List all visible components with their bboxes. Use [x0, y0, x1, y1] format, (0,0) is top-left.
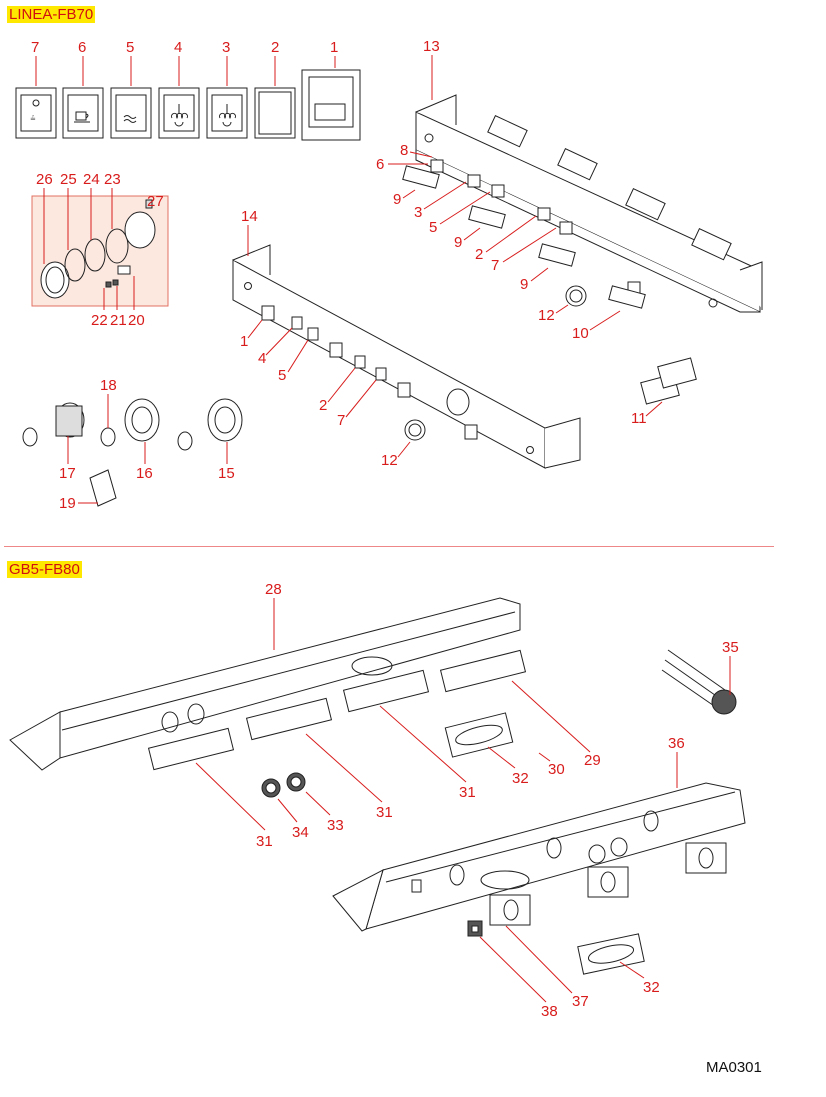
front-panel-14: 14 1 4 5 2 7 12	[232, 208, 581, 469]
rotary-switches: 18 17 16 15 19	[22, 377, 243, 512]
callout-11: 11	[631, 410, 647, 427]
callout-28: 28	[265, 581, 282, 598]
callout-31-a: 31	[256, 833, 273, 850]
callout-22: 22	[91, 312, 108, 329]
coffee-cup-icon	[74, 111, 90, 123]
light-indicator-icon	[32, 99, 40, 107]
callout-8: 8	[400, 142, 408, 159]
callout-27: 27	[147, 193, 164, 210]
callout-32-a: 32	[512, 770, 529, 787]
steam-icon	[219, 104, 236, 127]
callout-15: 15	[218, 465, 235, 482]
callout-34: 34	[292, 824, 309, 841]
callout-14: 14	[241, 208, 258, 225]
callout-33: 33	[327, 817, 344, 834]
callout-23: 23	[104, 171, 121, 188]
callout-25: 25	[60, 171, 77, 188]
callout-10: 10	[572, 325, 589, 342]
button-4	[158, 87, 200, 139]
button-6	[62, 87, 104, 139]
callout-3: 3	[222, 39, 230, 56]
callout-29: 29	[584, 752, 601, 769]
heater-symbol-icon: ≟	[30, 115, 36, 123]
callout-20: 20	[128, 312, 145, 329]
callout-6-rear: 6	[376, 156, 384, 173]
callout-6: 6	[78, 39, 86, 56]
section-tag-linea: LINEA-FB70	[7, 6, 96, 23]
button-7: ≟	[15, 87, 57, 139]
callout-5: 5	[126, 39, 134, 56]
drawing-code: MA0301	[706, 1059, 762, 1076]
callout-18: 18	[100, 377, 117, 394]
callout-12-front: 12	[381, 452, 398, 469]
callout-13: 13	[423, 38, 440, 55]
button-5	[110, 87, 152, 139]
callout-38: 38	[541, 1003, 558, 1020]
callout-7: 7	[31, 39, 39, 56]
main-switch-icon	[314, 103, 346, 121]
rear-panel-13: 13 8 6 9 3 5 9 2 7 9 12 10 11	[376, 38, 763, 427]
section-tag-gb5: GB5-FB80	[7, 561, 82, 578]
callout-31-c: 31	[459, 784, 476, 801]
gb5-panel-36: 36 38 37 32	[332, 735, 746, 1020]
callout-2-rear: 2	[475, 246, 483, 263]
gb5-panel-28: 28 31 31 31 29 32 30 34 33 35	[9, 581, 739, 850]
callout-5-front: 5	[278, 367, 286, 384]
callout-5-rear: 5	[429, 219, 437, 236]
callout-2-front: 2	[319, 397, 327, 414]
callout-32-b: 32	[643, 979, 660, 996]
callout-9-a: 9	[393, 191, 401, 208]
callout-7-rear: 7	[491, 257, 499, 274]
button-panel-row: ≟ 7 6 5 4 3	[15, 39, 361, 141]
callout-26: 26	[36, 171, 53, 188]
callout-16: 16	[136, 465, 153, 482]
callout-4: 4	[174, 39, 182, 56]
button-3	[206, 87, 248, 139]
callout-9-c: 9	[520, 276, 528, 293]
callout-31-b: 31	[376, 804, 393, 821]
callout-24: 24	[83, 171, 100, 188]
steam-icon	[171, 104, 188, 127]
callout-37: 37	[572, 993, 589, 1010]
callout-12-rear: 12	[538, 307, 555, 324]
button-labels: 7 6 5 4 3 2 1	[31, 39, 338, 86]
callout-4-front: 4	[258, 350, 266, 367]
callout-17: 17	[59, 465, 76, 482]
callout-1-front: 1	[240, 333, 248, 350]
callout-36: 36	[668, 735, 685, 752]
callout-1: 1	[330, 39, 338, 56]
callout-21: 21	[110, 312, 127, 329]
button-2	[254, 87, 296, 139]
gauge-parts-group: 26 25 24 23 27 22 21 20	[31, 171, 169, 329]
callout-2: 2	[271, 39, 279, 56]
callout-9-b: 9	[454, 234, 462, 251]
button-1	[301, 69, 361, 141]
callout-3-rear: 3	[414, 204, 422, 221]
callout-30: 30	[548, 761, 565, 778]
callout-35: 35	[722, 639, 739, 656]
section-divider	[4, 546, 774, 547]
water-waves-icon	[123, 115, 137, 123]
callout-7-front: 7	[337, 412, 345, 429]
callout-19: 19	[59, 495, 76, 512]
